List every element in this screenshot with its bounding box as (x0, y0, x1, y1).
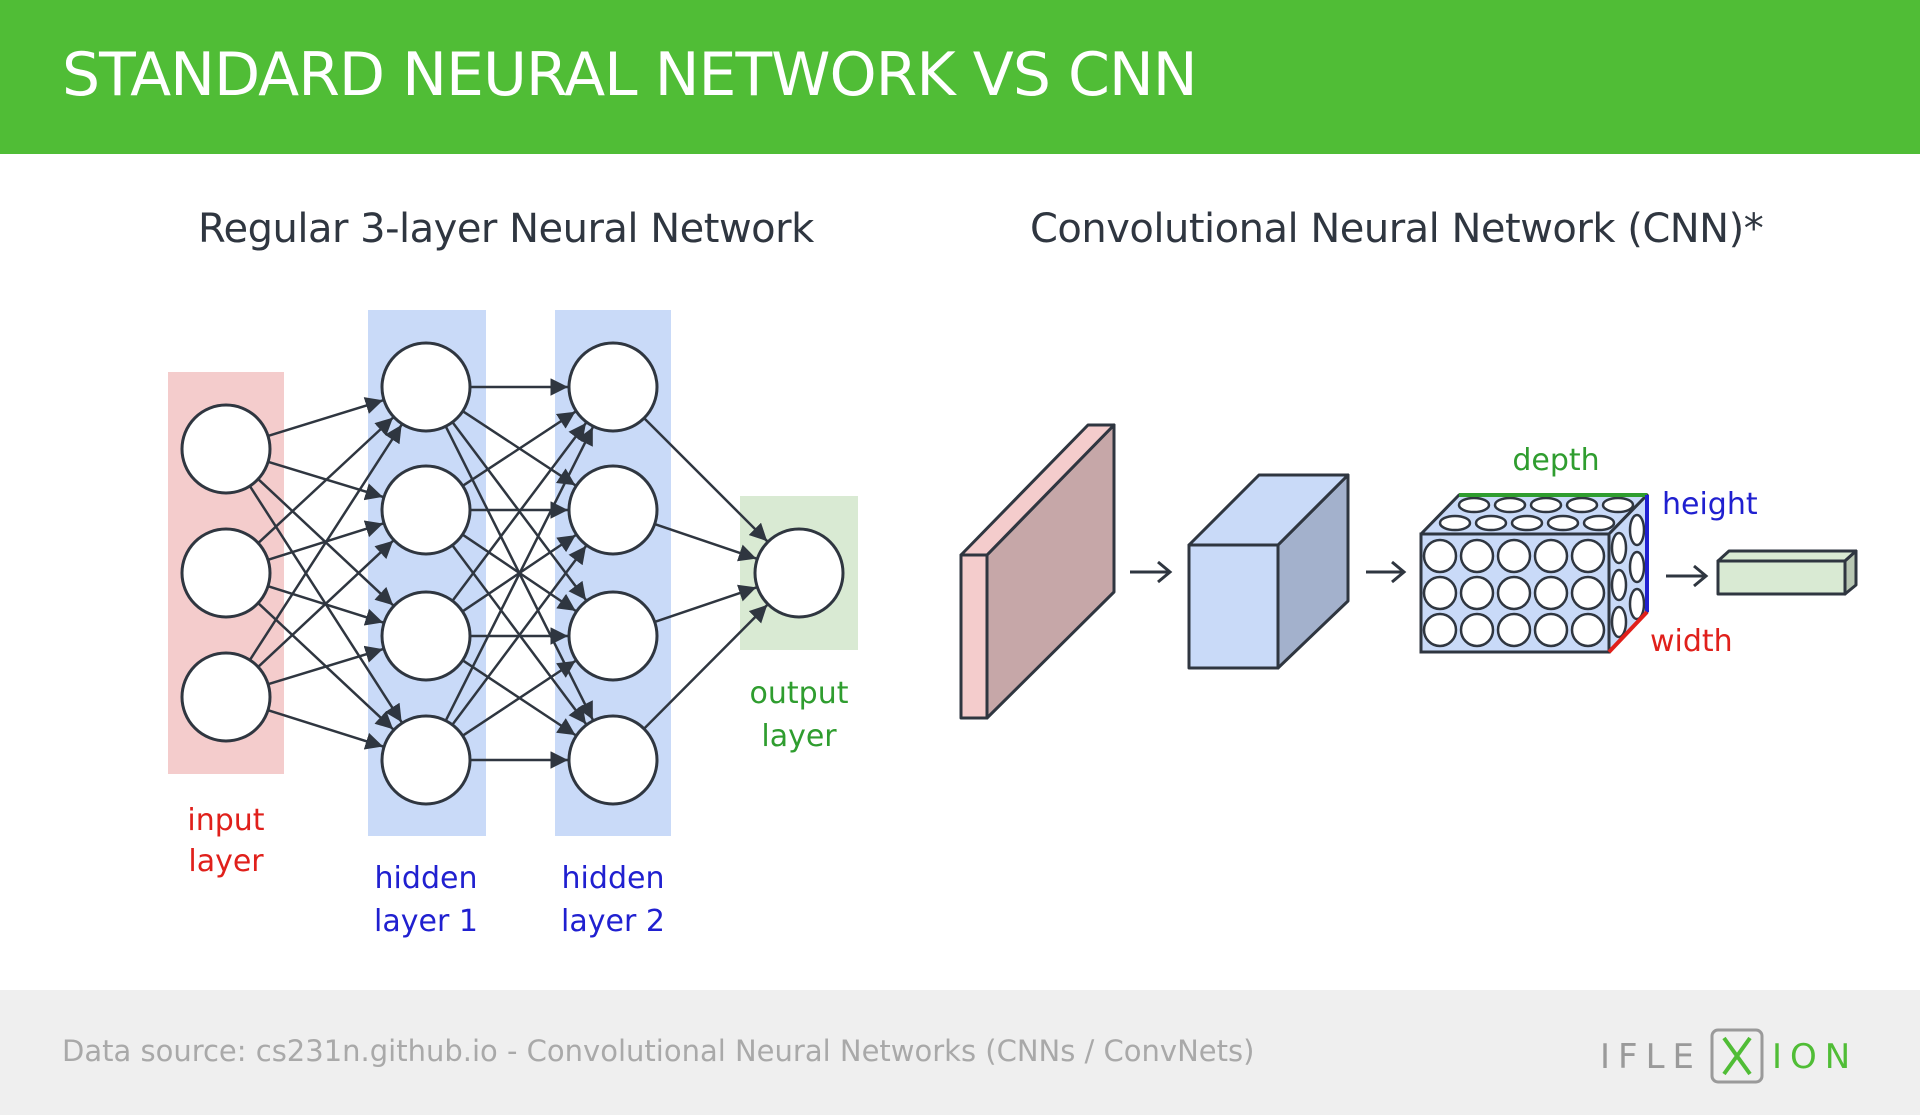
regular-network-title: Regular 3-layer Neural Network (198, 206, 814, 252)
width-label: width (1650, 624, 1733, 659)
neuron-circle (1546, 514, 1580, 532)
header-bar: STANDARD NEURAL NETWORK VS CNN (0, 0, 1920, 154)
neuron-circle (1496, 612, 1532, 648)
svg-text:ION: ION (1772, 1037, 1858, 1077)
hidden2-node (567, 341, 659, 433)
connection-arrow (461, 659, 577, 737)
hidden1-node (380, 590, 472, 682)
arrow-icon (1366, 560, 1407, 584)
hidden-layer-1-label-line1: hidden (375, 861, 478, 896)
neuron-circle (1610, 531, 1628, 565)
neuron-circle (1474, 514, 1508, 532)
neuron-circle (1459, 538, 1495, 574)
connection-arrow (451, 422, 587, 602)
output-node (753, 527, 845, 619)
connection-arrow (267, 397, 384, 438)
hidden2-node (567, 464, 659, 556)
neuron-circle (1422, 538, 1458, 574)
footer: Data source: cs231n.github.io - Convolut… (0, 990, 1920, 1115)
hidden1-node (380, 714, 472, 806)
arrow-icon (1666, 564, 1709, 588)
input-node (180, 403, 272, 495)
connection-arrow (444, 426, 594, 722)
connection-arrow (654, 522, 757, 562)
neuron-circle (1610, 568, 1628, 602)
page-title: STANDARD NEURAL NETWORK VS CNN (62, 40, 1198, 110)
neuron-circle (1570, 538, 1606, 574)
network-nodes (180, 341, 845, 806)
neuron-circle (1457, 496, 1491, 514)
depth-label: depth (1512, 443, 1599, 478)
iflexion-logo: IFLE ION (1600, 1028, 1858, 1084)
height-label: height (1662, 487, 1758, 522)
hidden1-node (380, 464, 472, 556)
neuron-circle (1610, 605, 1628, 639)
neuron-circle (1459, 612, 1495, 648)
cnn-neuron-volume (1419, 493, 1649, 654)
connection-arrow (643, 417, 769, 543)
hidden-layer-2-label-line2: layer 2 (561, 904, 665, 939)
neuron-circle (1422, 575, 1458, 611)
hidden-layer-1-label-line2: layer 1 (374, 904, 478, 939)
connection-arrow (267, 645, 384, 686)
neuron-circle (1582, 514, 1616, 532)
neuron-circle (1533, 575, 1569, 611)
hidden2-node (567, 590, 659, 682)
connection-arrow (257, 539, 394, 668)
neuron-circle (1628, 587, 1646, 621)
neuron-circle (1565, 496, 1599, 514)
output-layer-label-line2: layer (761, 719, 837, 754)
hidden1-node (380, 341, 472, 433)
neuron-circle (1570, 575, 1606, 611)
cnn-input-volume (959, 423, 1116, 720)
neuron-circle (1496, 538, 1532, 574)
connection-arrow (462, 410, 577, 487)
hidden-layer-2-label-line1: hidden (562, 861, 665, 896)
cnn-output-volume (1716, 549, 1858, 596)
arrow-icon (1130, 560, 1173, 584)
svg-text:IFLE: IFLE (1600, 1037, 1702, 1077)
output-layer-label-line1: output (750, 676, 849, 711)
connection-arrow (248, 424, 403, 661)
neuron-circle (1422, 612, 1458, 648)
width-edge (1607, 610, 1649, 654)
neuron-circle (1570, 612, 1606, 648)
input-node (180, 527, 272, 619)
hidden2-node (567, 714, 659, 806)
neuron-circle (1510, 514, 1544, 532)
neuron-circle (1628, 513, 1646, 547)
data-source-text: Data source: cs231n.github.io - Convolut… (62, 1034, 1255, 1068)
input-layer-label-line2: layer (188, 844, 264, 879)
neuron-circle (1601, 496, 1635, 514)
connection-arrow (267, 709, 384, 750)
connection-arrow (451, 545, 588, 726)
diagrams-canvas: input layer hidden layer 1 hidden layer … (168, 310, 1858, 939)
connection-arrow (654, 584, 757, 624)
neuron-circle (1533, 612, 1569, 648)
cnn-title: Convolutional Neural Network (CNN)* (1030, 206, 1764, 252)
input-layer-label-line1: input (187, 803, 264, 838)
neuron-circle (1496, 575, 1532, 611)
neuron-circle (1628, 550, 1646, 584)
neuron-circle (1493, 496, 1527, 514)
connection-arrow (257, 416, 394, 544)
neuron-circle (1533, 538, 1569, 574)
input-node (180, 651, 272, 743)
network-connections (248, 378, 769, 769)
neuron-circle (1529, 496, 1563, 514)
cnn-conv-volume (1187, 473, 1350, 670)
connection-arrow (643, 604, 769, 730)
neuron-circle (1438, 514, 1472, 532)
neuron-circle (1459, 575, 1495, 611)
